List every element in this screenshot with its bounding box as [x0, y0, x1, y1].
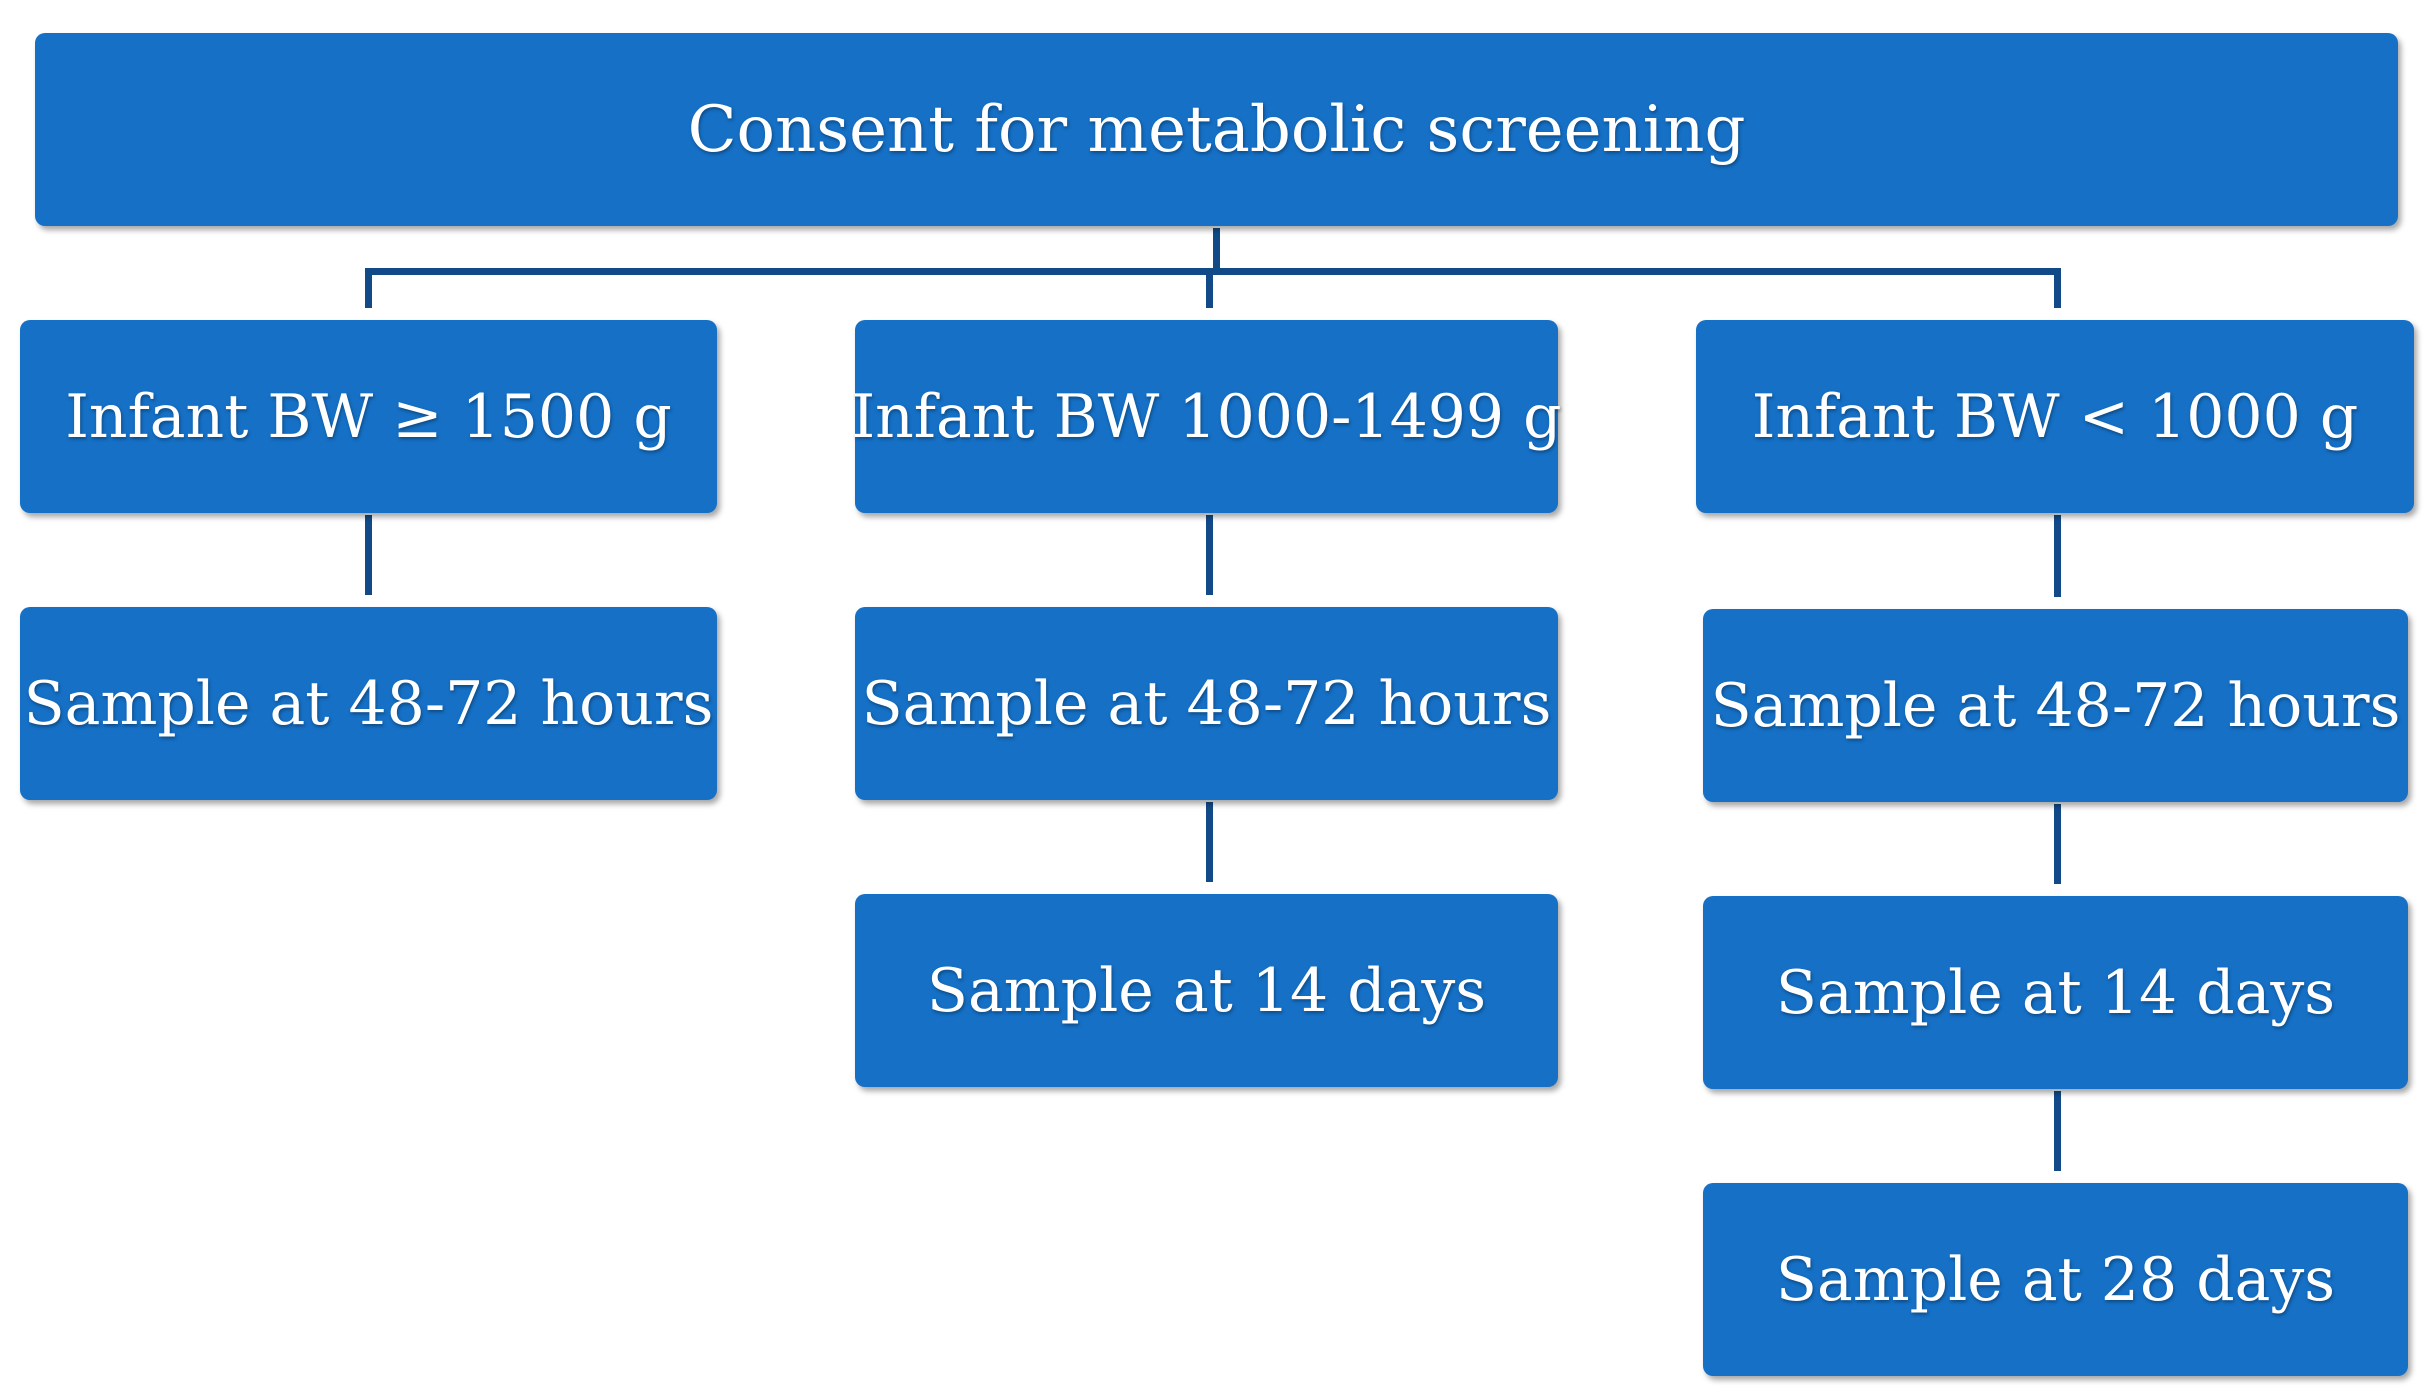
sample-box-branch-3-48-72h: Sample at 48-72 hours — [1703, 609, 2408, 802]
sample-label: Sample at 48-72 hours — [23, 668, 714, 739]
root-box-consent: Consent for metabolic screening — [35, 33, 2398, 226]
connector-branch-1-to-sample-1 — [365, 515, 372, 595]
branch-box-bw-1500-plus: Infant BW ≥ 1500 g — [20, 320, 717, 513]
sample-box-branch-3-14-days: Sample at 14 days — [1703, 896, 2408, 1089]
sample-label: Sample at 28 days — [1775, 1244, 2336, 1315]
connector-branch-2-down — [1206, 268, 1213, 308]
sample-box-branch-1-48-72h: Sample at 48-72 hours — [20, 607, 717, 800]
connector-branch-2-sample-1-to-2 — [1206, 802, 1213, 882]
sample-label: Sample at 14 days — [1775, 957, 2336, 1028]
branch-label: Infant BW < 1000 g — [1751, 381, 2359, 452]
connector-branch-1-down — [365, 268, 372, 308]
branch-label: Infant BW ≥ 1500 g — [65, 381, 672, 452]
sample-box-branch-2-14-days: Sample at 14 days — [855, 894, 1558, 1087]
sample-box-branch-2-48-72h: Sample at 48-72 hours — [855, 607, 1558, 800]
sample-label: Sample at 14 days — [926, 955, 1487, 1026]
sample-box-branch-3-28-days: Sample at 28 days — [1703, 1183, 2408, 1376]
root-label: Consent for metabolic screening — [687, 92, 1746, 167]
connector-branch-3-sample-2-to-3 — [2054, 1091, 2061, 1171]
connector-branch-2-to-sample-1 — [1206, 515, 1213, 595]
connector-horizontal — [365, 268, 2061, 275]
connector-branch-3-sample-1-to-2 — [2054, 804, 2061, 884]
branch-box-bw-under-1000: Infant BW < 1000 g — [1696, 320, 2414, 513]
branch-box-bw-1000-1499: Infant BW 1000-1499 g — [851, 320, 1562, 513]
sample-label: Sample at 48-72 hours — [861, 668, 1552, 739]
sample-label: Sample at 48-72 hours — [1710, 670, 2401, 741]
connector-branch-3-down — [2054, 268, 2061, 308]
branch-label: Infant BW 1000-1499 g — [851, 381, 1562, 452]
connector-root-down — [1213, 228, 1220, 273]
connector-branch-3-to-sample-1 — [2054, 515, 2061, 597]
